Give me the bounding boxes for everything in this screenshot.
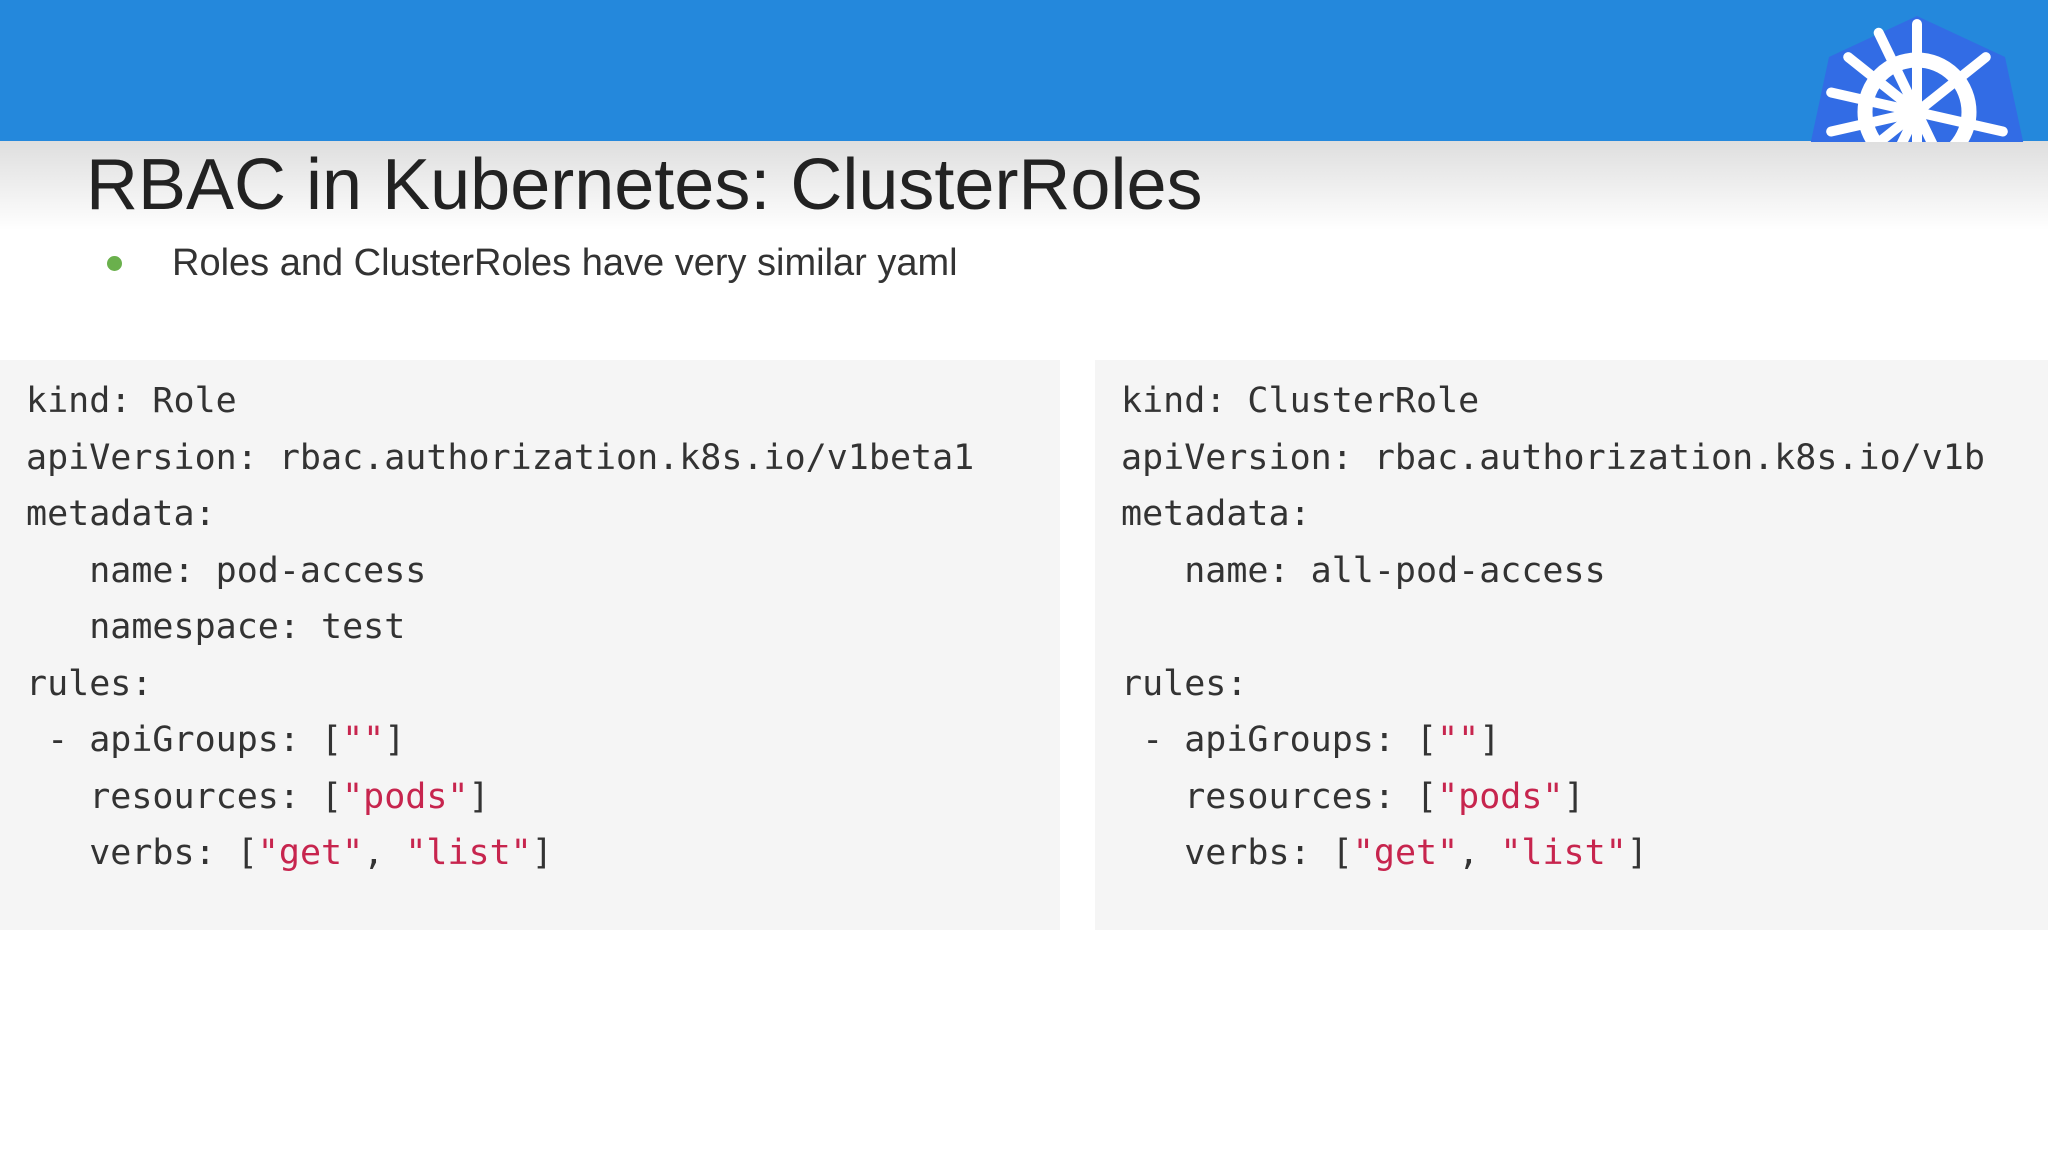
code-token: kind: Role [26,381,237,421]
code-line: apiVersion: rbac.authorization.k8s.io/v1… [26,430,974,487]
code-line: namespace: test [26,599,974,656]
header-bar [0,0,2048,141]
code-token: apiVersion: rbac.authorization.k8s.io/v1… [26,437,975,478]
code-string-token: "list" [1500,833,1627,873]
code-line: metadata: [1121,486,1985,543]
code-block-clusterrole: kind: ClusterRole apiVersion: rbac.author… [1095,360,2048,930]
bullet-dot-icon [107,255,122,271]
code-token: ] [1479,720,1501,760]
code-token: metadata: [1121,494,1311,534]
code-line: apiVersion: rbac.authorization.k8s.io/v1… [1121,430,1985,487]
code-token: name: pod-access [26,550,427,591]
code-line: rules: [1121,656,1985,713]
code-token: namespace: test [26,607,406,647]
code-line: verbs: ["get", "list"] [1121,825,1985,882]
code-token: verbs: [ [1121,833,1353,873]
code-line: - apiGroups: [""] [26,712,974,769]
code-line: resources: ["pods"] [26,769,974,826]
code-token: , [363,833,406,873]
code-string-token: "pods" [342,776,469,817]
code-token: ] [468,776,490,817]
code-line: name: pod-access [26,543,974,600]
code-line: resources: ["pods"] [1121,769,1985,826]
code-token: rules: [26,663,153,704]
code-string-token: "list" [405,833,532,873]
code-token: - apiGroups: [ [26,720,343,760]
code-string-token: "pods" [1437,776,1564,817]
bullet-text: Roles and ClusterRoles have very similar… [172,241,958,284]
code-line: rules: [26,656,974,713]
code-line [1121,599,1985,656]
code-token: ] [384,720,406,760]
code-token: name: all-pod-access [1121,550,1606,591]
bullet-item: Roles and ClusterRoles have very similar… [100,238,958,288]
code-token: resources: [ [1121,776,1438,817]
kubernetes-helm-icon [1795,12,2040,142]
code-string-token: "get" [257,833,364,873]
code-line: metadata: [26,486,974,543]
code-line: - apiGroups: [""] [1121,712,1985,769]
code-lines-role: kind: Role apiVersion: rbac.authorization… [26,373,974,882]
code-token: apiVersion: rbac.authorization.k8s.io/v1… [1121,437,1985,478]
code-line: name: all-pod-access [1121,543,1985,600]
code-block-role: kind: Role apiVersion: rbac.authorization… [0,360,1060,930]
code-string-token: "" [1437,720,1480,760]
code-string-token: "get" [1352,833,1459,873]
code-token: kind: ClusterRole [1121,381,1480,421]
code-string-token: "" [342,720,385,760]
code-token: ] [1626,833,1648,873]
code-line: kind: Role [26,373,974,430]
code-token: - apiGroups: [ [1121,720,1438,760]
code-line: verbs: ["get", "list"] [26,825,974,882]
code-token: rules: [1121,663,1248,704]
code-token: ] [1563,776,1585,817]
slide-title: RBAC in Kubernetes: ClusterRoles [86,145,1203,225]
code-token: verbs: [ [26,833,258,873]
code-token: ] [531,833,553,873]
code-line: kind: ClusterRole [1121,373,1985,430]
code-lines-clusterrole: kind: ClusterRole apiVersion: rbac.author… [1121,373,1985,882]
code-token: , [1458,833,1501,873]
header-shadow [0,141,2048,231]
code-token: resources: [ [26,776,343,817]
code-token: metadata: [26,494,216,534]
